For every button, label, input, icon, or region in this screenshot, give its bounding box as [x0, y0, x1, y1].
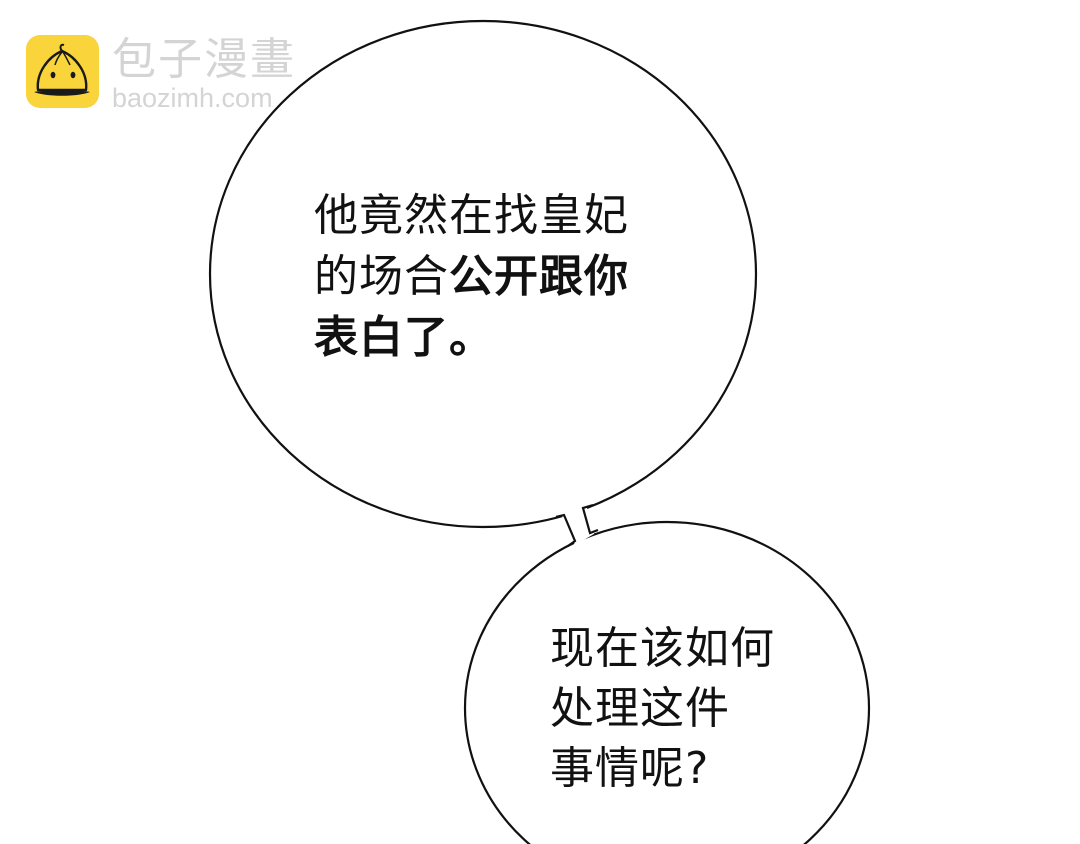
steamed-bun-icon [34, 43, 90, 96]
dialogue-line-emphasis: 表白了。 [314, 312, 494, 363]
logo [26, 35, 99, 108]
dialogue-line: 的场合公开跟你 [314, 246, 629, 307]
watermark-brand-url: baozimh.com [112, 83, 273, 113]
dialogue-segment-emphasis: 公开跟你 [449, 251, 629, 302]
speech-bubble-small [463, 520, 871, 844]
dialogue-line: 处理这件 [550, 683, 730, 734]
speech-text-large: 他竟然在找皇妃 的场合公开跟你 表白了。 [314, 185, 629, 368]
watermark-brand-cn: 包子漫畫 [112, 34, 296, 85]
dialogue-line: 现在该如何 [550, 623, 775, 674]
dialogue-line: 事情呢? [550, 743, 710, 794]
dialogue-line: 他竟然在找皇妃 [314, 190, 629, 241]
speech-text-small: 现在该如何 处理这件 事情呢? [550, 619, 775, 799]
bubble-connector-left-edge [555, 513, 577, 547]
bubble-connector-right-edge [581, 503, 599, 535]
dialogue-segment-regular: 的场合 [314, 251, 449, 302]
speech-bubble-large [208, 19, 758, 529]
